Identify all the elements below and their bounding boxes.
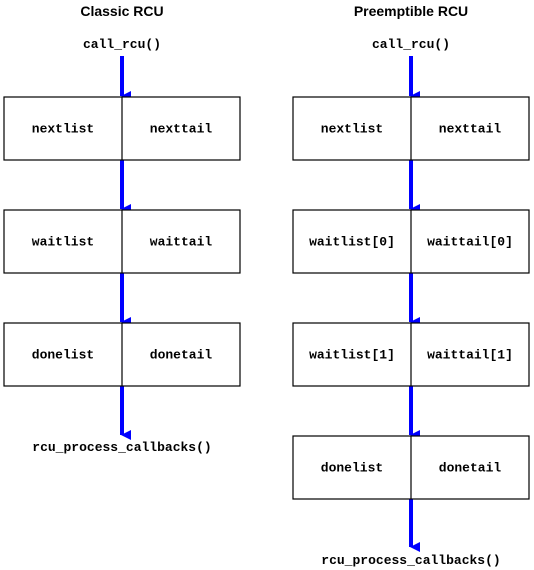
- preemptible-rcu-process-callbacks-label: rcu_process_callbacks(): [321, 553, 500, 568]
- preemptible-box-done: donelist donetail: [292, 435, 530, 500]
- preemptible-waitlist0-label: waitlist[0]: [309, 234, 395, 249]
- preemptible-box-wait1: waitlist[1] waittail[1]: [292, 322, 530, 387]
- preemptible-rcu-column: Preemptible RCU call_rcu() nextlist next…: [292, 3, 530, 568]
- classic-rcu-title: Classic RCU: [80, 3, 163, 19]
- preemptible-waitlist1-label: waitlist[1]: [309, 347, 395, 362]
- preemptible-rcu-title: Preemptible RCU: [354, 3, 468, 19]
- classic-box-wait: waitlist waittail: [3, 209, 241, 274]
- classic-nexttail-label: nexttail: [150, 121, 213, 136]
- classic-box-next: nextlist nexttail: [3, 96, 241, 161]
- preemptible-donelist-label: donelist: [321, 460, 383, 475]
- preemptible-donetail-label: donetail: [439, 460, 502, 475]
- classic-nextlist-label: nextlist: [32, 121, 94, 136]
- preemptible-nexttail-label: nexttail: [439, 121, 502, 136]
- preemptible-box-next: nextlist nexttail: [292, 96, 530, 161]
- classic-box-done: donelist donetail: [3, 322, 241, 387]
- preemptible-waittail1-label: waittail[1]: [427, 347, 513, 362]
- classic-rcu-process-callbacks-label: rcu_process_callbacks(): [32, 440, 211, 455]
- classic-donetail-label: donetail: [150, 347, 213, 362]
- classic-waittail-label: waittail: [150, 234, 213, 249]
- preemptible-box-wait0: waitlist[0] waittail[0]: [292, 209, 530, 274]
- preemptible-nextlist-label: nextlist: [321, 121, 383, 136]
- classic-waitlist-label: waitlist: [32, 234, 94, 249]
- preemptible-waittail0-label: waittail[0]: [427, 234, 513, 249]
- classic-rcu-column: Classic RCU call_rcu() nextlist nexttail…: [3, 3, 241, 455]
- classic-donelist-label: donelist: [32, 347, 94, 362]
- preemptible-call-rcu-label: call_rcu(): [372, 37, 450, 52]
- classic-call-rcu-label: call_rcu(): [83, 37, 161, 52]
